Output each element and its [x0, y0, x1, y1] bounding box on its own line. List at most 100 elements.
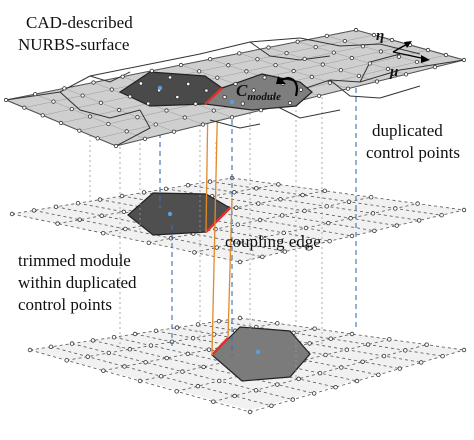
control-point: [233, 205, 239, 210]
control-point: [369, 194, 374, 200]
control-point: [342, 38, 347, 44]
control-point: [269, 403, 274, 408]
control-point: [403, 72, 409, 77]
control-point: [317, 370, 323, 376]
control-point: [309, 74, 314, 79]
control-point: [216, 378, 222, 384]
parameter-axes: [392, 41, 430, 63]
control-point: [141, 190, 147, 195]
control-point: [372, 228, 377, 233]
trimmed-label-line-2: within duplicated: [18, 273, 137, 292]
control-point: [345, 86, 351, 91]
control-point: [424, 342, 429, 347]
control-point: [324, 204, 329, 209]
control-point: [64, 358, 69, 363]
control-point: [117, 107, 122, 113]
control-point: [146, 240, 151, 245]
control-point: [323, 352, 328, 358]
control-point: [378, 49, 384, 54]
control-point: [185, 351, 191, 357]
surface-module-point-1: [157, 85, 163, 91]
control-point: [233, 81, 238, 87]
nurbs-surface: Cmodule η μ: [3, 27, 467, 149]
middle-coupling-edge: [205, 207, 231, 233]
control-point: [295, 39, 300, 44]
trimmed-label-line-1: trimmed module: [18, 251, 131, 270]
control-point: [201, 364, 206, 370]
control-point: [338, 68, 343, 73]
control-point: [302, 208, 307, 214]
control-point: [397, 366, 402, 371]
control-point: [322, 188, 327, 193]
control-point: [137, 378, 143, 384]
control-point: [174, 325, 180, 330]
control-point: [327, 80, 332, 85]
control-point: [360, 359, 365, 364]
grid-line: [103, 190, 325, 234]
control-point: [31, 208, 37, 213]
control-point: [461, 207, 467, 213]
control-point: [206, 347, 212, 352]
control-point: [266, 45, 271, 50]
control-point: [419, 360, 424, 365]
control-point: [167, 75, 173, 80]
control-point: [417, 218, 422, 223]
control-point: [287, 100, 293, 106]
control-point: [180, 369, 185, 374]
grid-line: [249, 349, 465, 413]
control-point: [53, 204, 59, 209]
control-point: [389, 37, 395, 43]
control-point: [77, 128, 82, 133]
control-point: [127, 347, 133, 352]
control-point: [69, 106, 74, 112]
control-point: [215, 75, 220, 80]
control-point: [85, 354, 90, 359]
control-point: [273, 63, 278, 68]
control-point: [300, 192, 305, 198]
control-point: [339, 365, 344, 370]
duplicated-label-line-2: control points: [366, 143, 460, 162]
control-point: [333, 385, 338, 390]
control-point: [240, 101, 245, 106]
control-point: [132, 331, 138, 337]
diagram-labels: CAD-described NURBS-surface duplicated c…: [18, 13, 460, 314]
control-point: [393, 206, 398, 211]
control-point: [328, 336, 333, 341]
control-point: [163, 186, 169, 191]
grid-line: [187, 184, 420, 221]
middle-control-point-layer: [9, 175, 467, 265]
control-point: [394, 223, 399, 228]
control-point: [331, 50, 336, 55]
control-point: [229, 115, 235, 120]
control-point: [425, 47, 431, 53]
control-point: [374, 79, 380, 84]
control-point: [97, 197, 103, 202]
control-point: [51, 99, 56, 104]
control-point: [75, 200, 81, 206]
control-point: [259, 235, 264, 240]
control-point: [164, 108, 169, 113]
control-point: [158, 374, 164, 379]
control-point: [313, 45, 318, 50]
control-point: [109, 87, 114, 92]
grid-line: [33, 210, 263, 258]
grid-line: [57, 184, 279, 224]
control-point: [302, 56, 307, 61]
bottom-module-hexagon: [211, 326, 311, 382]
control-point: [204, 88, 209, 93]
control-point: [124, 129, 129, 134]
control-point: [256, 201, 261, 206]
control-point: [312, 391, 317, 396]
control-point: [195, 383, 201, 389]
control-point: [269, 94, 274, 99]
control-point: [58, 120, 64, 126]
control-point: [326, 220, 331, 226]
control-point: [385, 66, 391, 71]
circulation-arrowhead: [276, 76, 286, 84]
control-point: [211, 108, 216, 113]
control-point: [349, 233, 355, 239]
control-point: [320, 62, 325, 67]
control-point: [346, 199, 352, 204]
control-point: [182, 115, 187, 120]
